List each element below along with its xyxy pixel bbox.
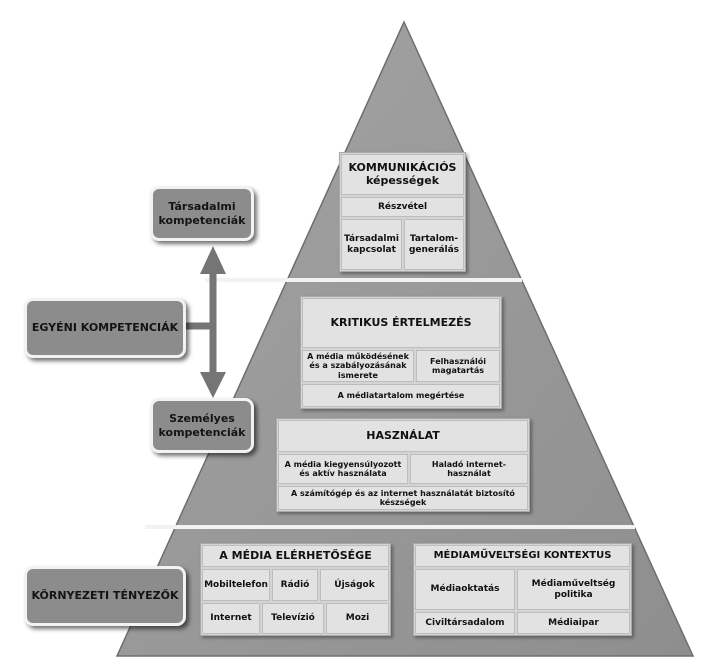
arrow-up-icon — [200, 246, 226, 274]
kontextus-item-mediaipar: Médiaipar — [517, 612, 630, 634]
kontextus-item-mediaoktatas: Médiaoktatás — [415, 569, 515, 610]
tartalomgeneralas-box: Tartalom-generálás — [404, 219, 464, 270]
media-item-internet: Internet — [202, 603, 260, 634]
hasznalat-title: HASZNÁLAT — [278, 420, 528, 452]
media-item-radio: Rádió — [272, 569, 318, 601]
communication-title: KOMMUNIKÁCIÓS képességek — [341, 154, 464, 195]
felhasznaloi-box: Felhasználói magatartás — [416, 350, 500, 382]
side-label-szemelyes: Személyes kompetenciák — [150, 398, 254, 453]
halado-box: Haladó internet-használat — [410, 454, 528, 484]
reszvetel-box: Részvétel — [341, 197, 464, 217]
szamitogep-box: A számítógép és az internet használatát … — [278, 486, 528, 510]
media-item-ujsagok: Újságok — [320, 569, 389, 601]
media-item-mobiltelefon: Mobiltelefon — [202, 569, 270, 601]
kontextus-title: MÉDIAMŰVELTSÉGI KONTEXTUS — [415, 545, 630, 567]
kontextus-item-civiltarsadalom: Civiltársadalom — [415, 612, 515, 634]
arrow-down-icon — [200, 372, 226, 398]
media-item-televizio: Televízió — [262, 603, 324, 634]
kontextus-item-politika: Médiaműveltség politika — [517, 569, 630, 610]
side-label-egyeni: EGYÉNI KOMPETENCIÁK — [24, 298, 186, 358]
media-mukodes-box: A média működésének és a szabályozásának… — [302, 350, 414, 382]
media-elerhetoseg-title: A MÉDIA ELÉRHETŐSÉGE — [202, 545, 389, 567]
kiegyensulyozott-box: A média kiegyensúlyozott és aktív haszná… — [278, 454, 408, 484]
side-label-tarsadalmi: Társadalmi kompetenciák — [150, 186, 254, 241]
side-label-kornyezeti: KÖRNYEZETI TÉNYEZŐK — [24, 566, 186, 626]
kritikus-title: KRITIKUS ÉRTELMEZÉS — [302, 298, 500, 348]
media-item-mozi: Mozi — [326, 603, 389, 634]
tarsadalmi-kapcsolat-box: Társadalmi kapcsolat — [341, 219, 402, 270]
mediatartalom-box: A médiatartalom megértése — [302, 384, 500, 407]
